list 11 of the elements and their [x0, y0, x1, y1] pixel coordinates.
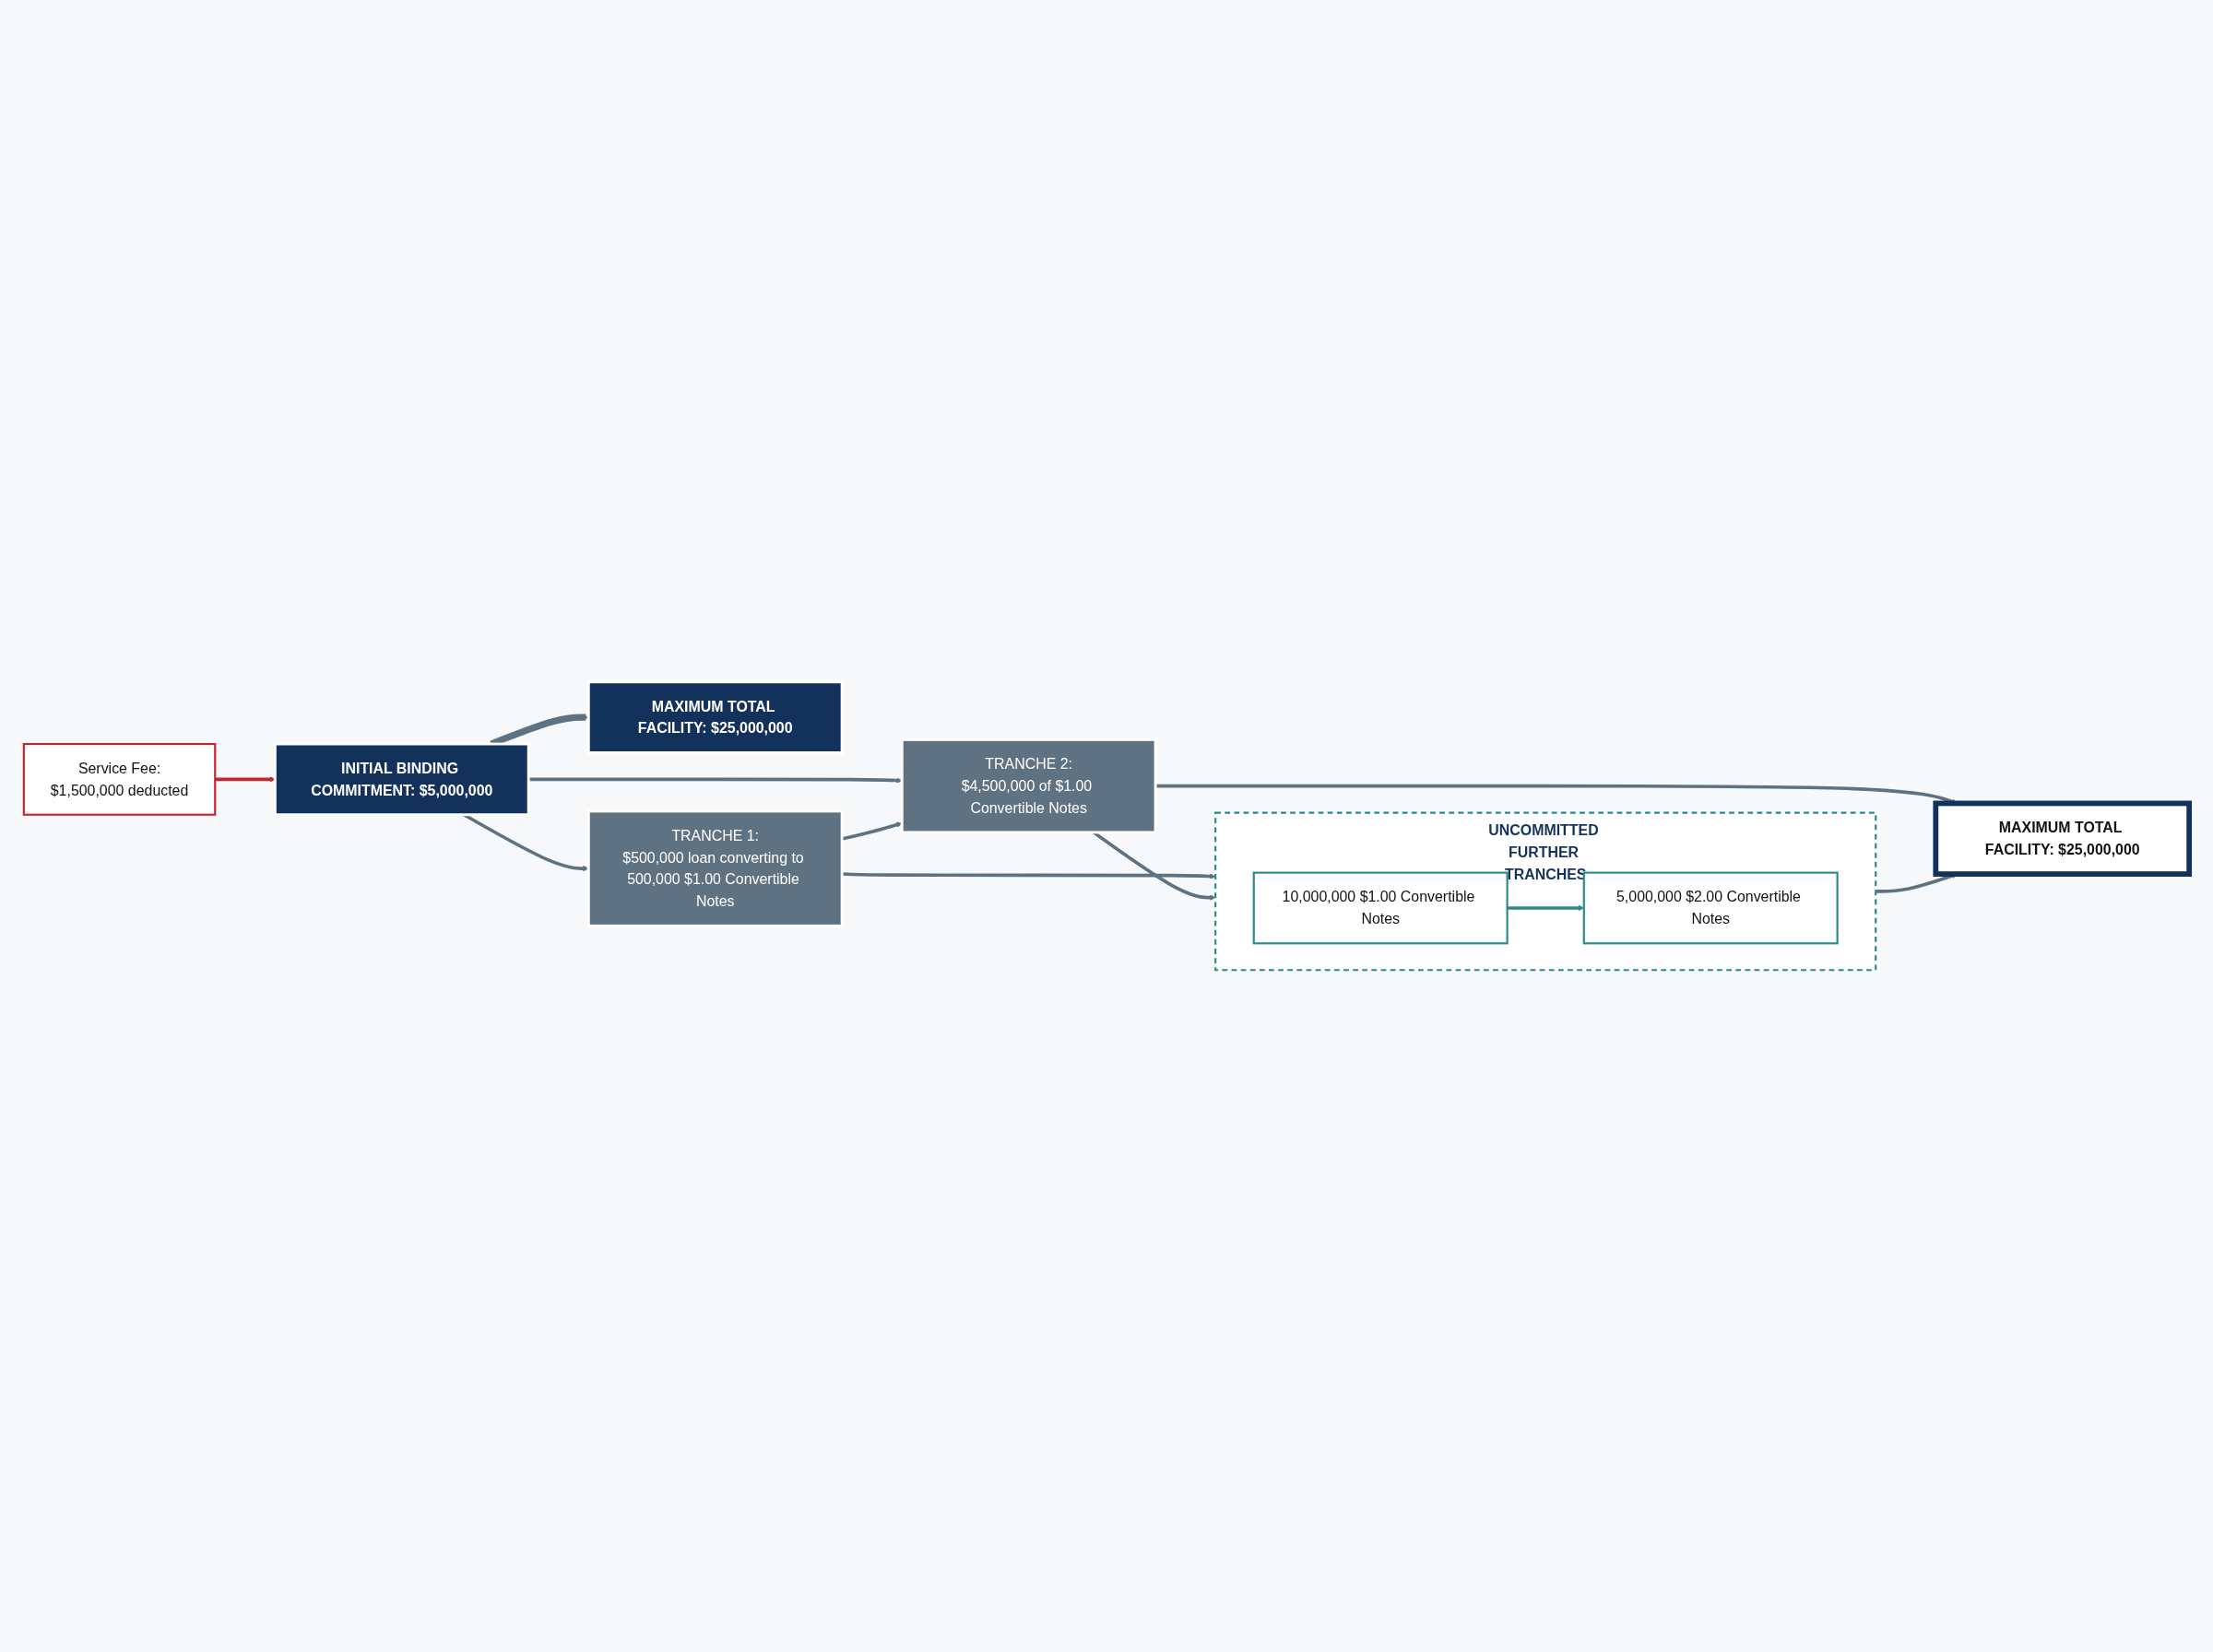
node-box: MAXIMUM TOTAL FACILITY: $25,000,000: [1933, 800, 2193, 877]
node-box: INITIAL BINDING COMMITMENT: $5,000,000: [273, 742, 530, 817]
node-box: 5,000,000 $2.00 Convertible Notes: [1582, 871, 1839, 945]
node-box: Service Fee: $1,500,000 deducted: [22, 742, 217, 816]
node-box: 10,000,000 $1.00 Convertible Notes: [1252, 871, 1509, 945]
node-box: MAXIMUM TOTAL FACILITY: $25,000,000: [586, 680, 844, 754]
node-box: TRANCHE 1: $500,000 loan converting to 500,000 $1.00 Convertible Notes: [586, 809, 844, 927]
arrow: [215, 776, 276, 783]
arrow: [528, 777, 903, 784]
arrow: [842, 872, 1216, 879]
node-box: TRANCHE 2: $4,500,000 of $1.00 Convertible Notes: [900, 738, 1157, 834]
